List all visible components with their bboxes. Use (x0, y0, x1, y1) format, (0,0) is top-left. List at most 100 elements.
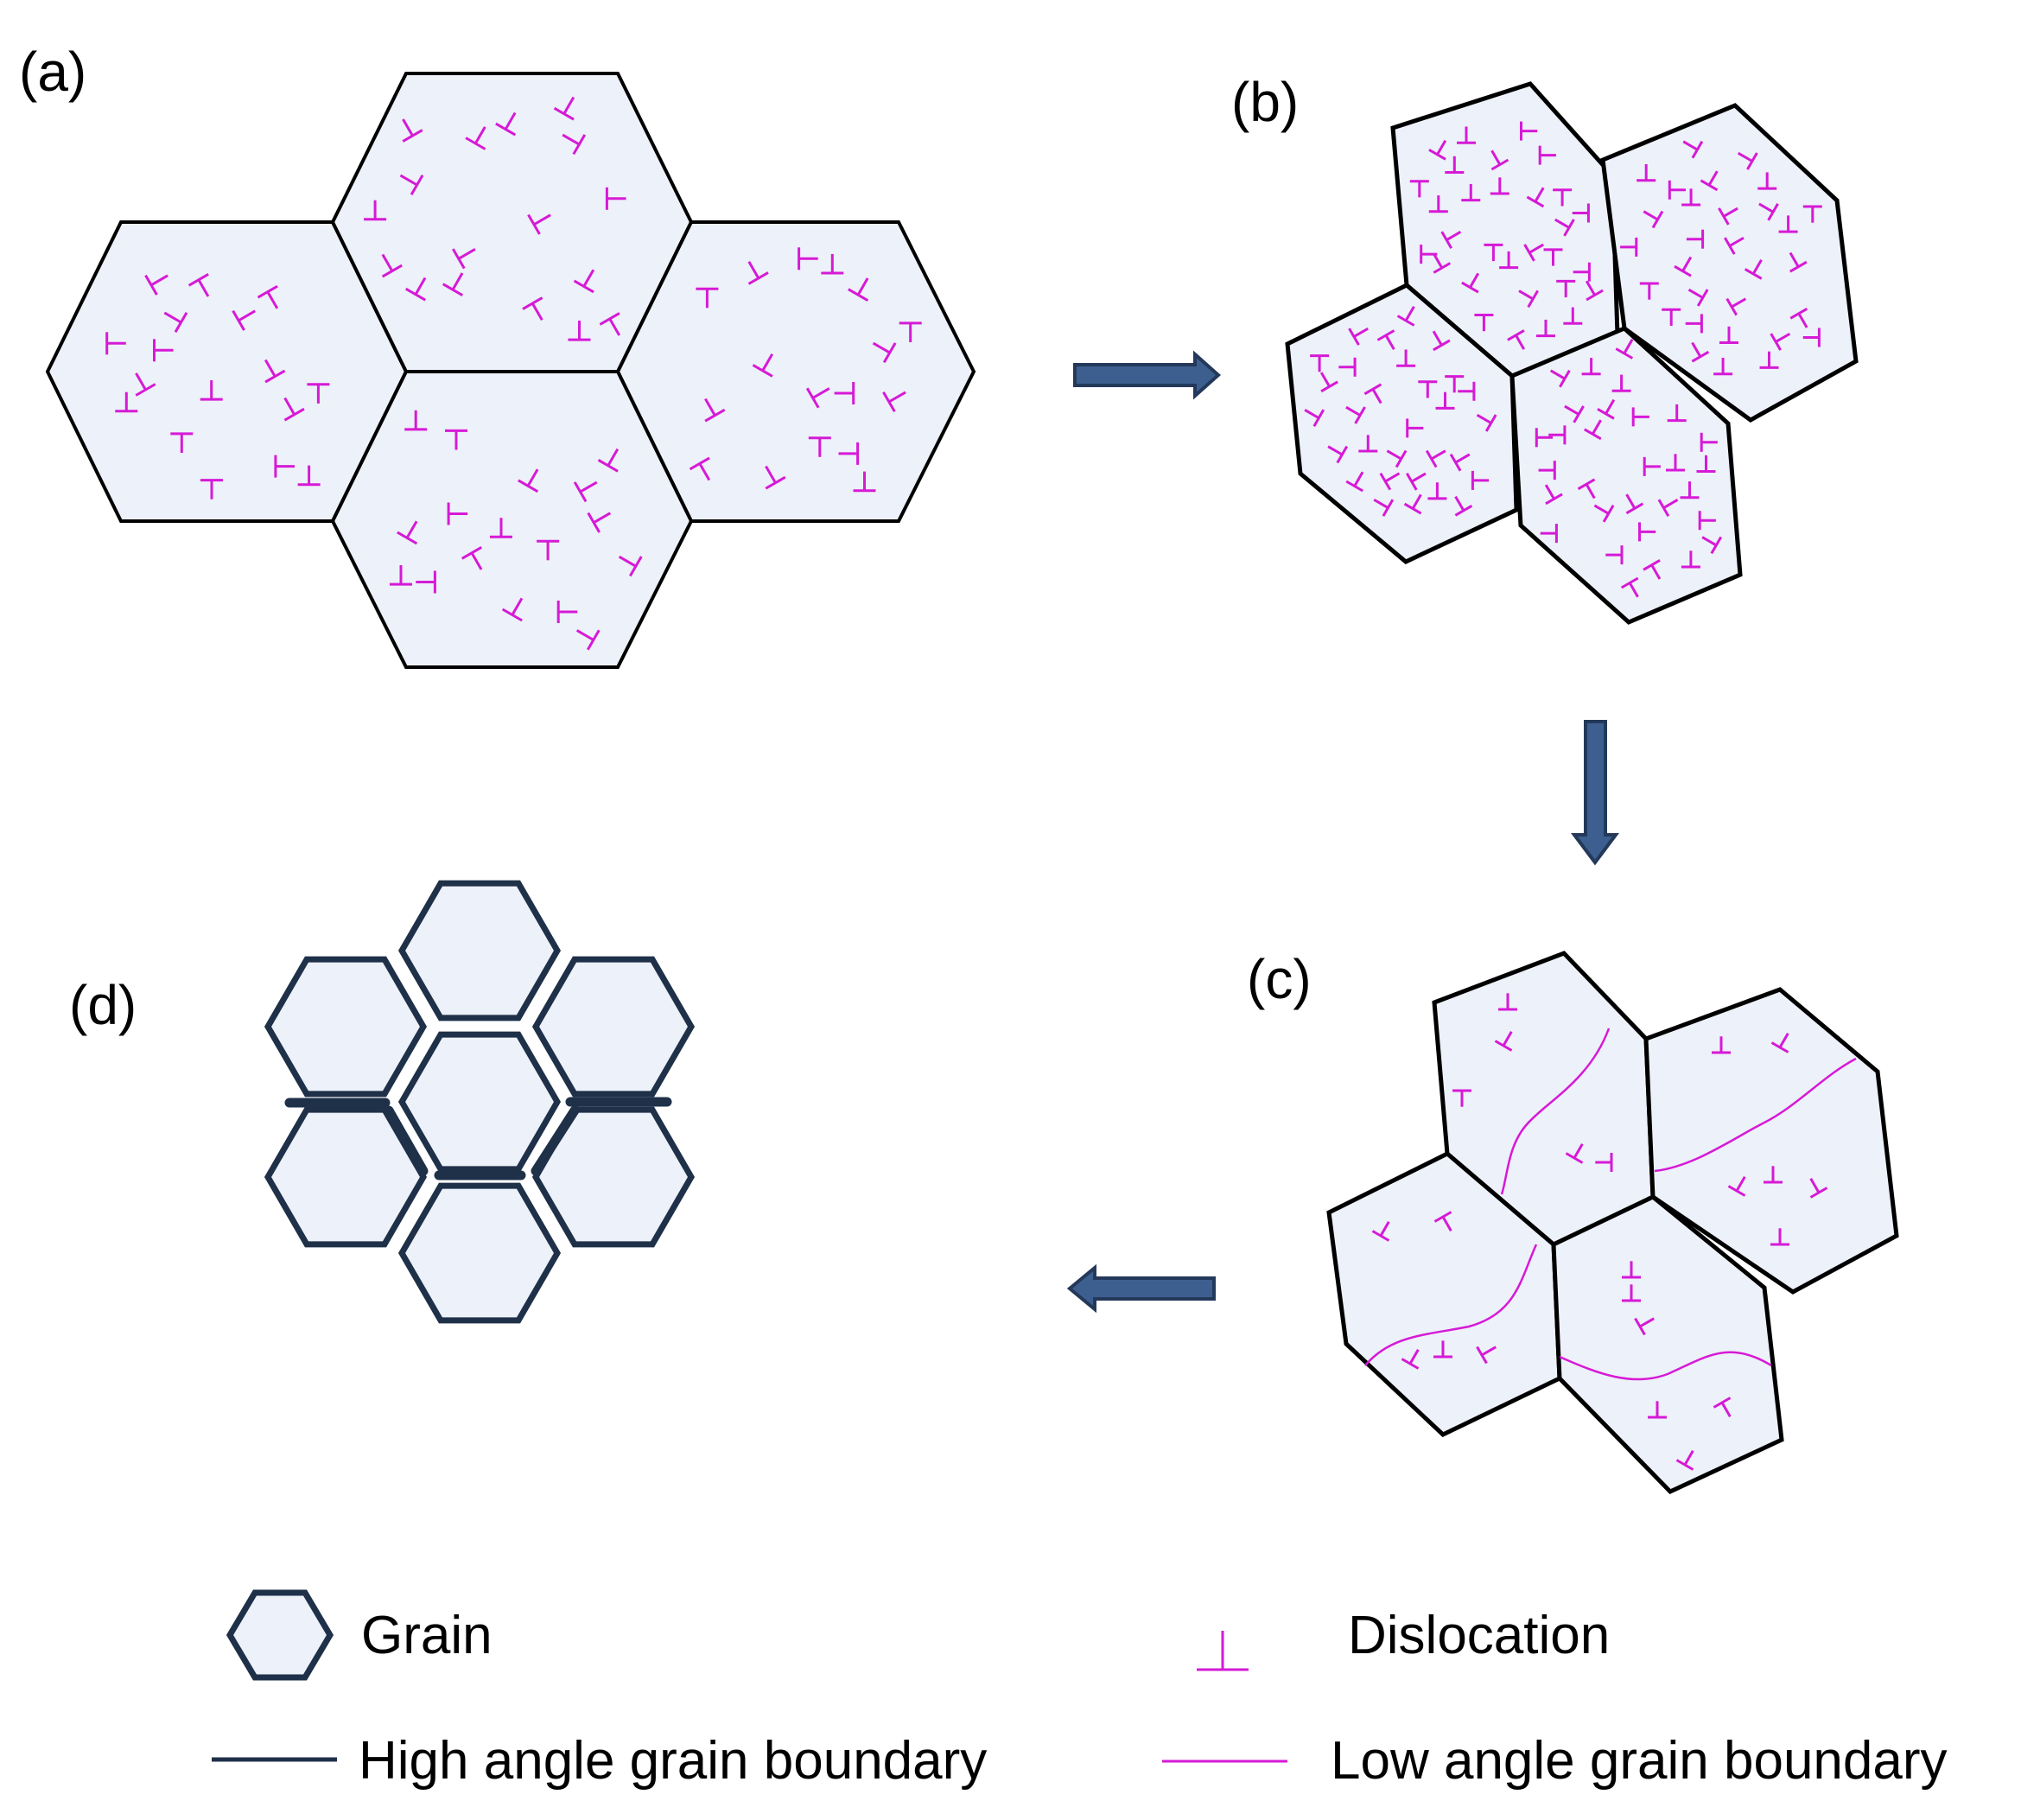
dislocation-icon (1507, 329, 1526, 350)
dislocation-icon (1452, 1089, 1471, 1107)
dislocation-icon (187, 273, 210, 297)
dislocation-icon (1668, 180, 1687, 200)
dislocation-icon (1573, 262, 1591, 282)
panel-d-refined-grains (264, 880, 696, 1324)
low-angle-boundary (1559, 1351, 1772, 1381)
dislocation-icon (605, 187, 626, 210)
dislocation-icon (1622, 1284, 1641, 1302)
arrow-left-icon (1066, 1263, 1216, 1314)
dislocation-icon (1718, 207, 1738, 226)
dislocation-icon (618, 555, 643, 577)
dislocation-icon (1675, 1450, 1694, 1471)
dislocation-icon (1440, 231, 1462, 249)
dislocation-icon (573, 269, 595, 294)
dislocation-icon (404, 410, 428, 431)
dislocation-icon (1713, 358, 1733, 376)
dislocation-icon (1770, 332, 1791, 351)
dislocation-icon (1536, 319, 1555, 338)
dislocation-icon (1526, 187, 1545, 208)
grain-a-3 (615, 220, 976, 523)
dislocation-icon (397, 520, 418, 545)
dislocation-icon (364, 200, 387, 221)
dislocation-icon (1396, 306, 1415, 327)
dislocation-icon (1435, 391, 1455, 410)
dislocation-icon (1458, 381, 1476, 401)
dislocation-icon (1433, 1340, 1452, 1359)
dislocation-icon (587, 512, 612, 533)
dislocation-icon (1700, 170, 1719, 192)
dislocation-icon (1420, 245, 1438, 264)
dislocation-icon (872, 341, 897, 364)
dislocation-icon (1428, 195, 1448, 213)
dislocation-icon (200, 479, 223, 500)
dislocation-icon (1674, 256, 1693, 277)
dislocation-icon (838, 442, 860, 465)
dislocation-icon (882, 391, 906, 413)
dislocation-icon (1428, 139, 1447, 161)
dislocation-icon (1639, 282, 1659, 300)
dislocation-icon (1724, 236, 1745, 255)
dislocation-icon (1445, 375, 1465, 393)
dislocation-icon (573, 480, 598, 503)
dislocation-icon (1373, 498, 1395, 517)
panel-c-subgrain-formation (1326, 951, 1899, 1495)
dislocation-icon (1498, 993, 1517, 1011)
dislocation-icon (1577, 478, 1596, 500)
dislocation-icon (1585, 280, 1604, 302)
dislocation-icon (1620, 576, 1639, 598)
dislocation-icon (1681, 188, 1701, 207)
dislocation-icon (447, 502, 468, 525)
dislocation-icon (1572, 203, 1590, 223)
dislocation-icon (1543, 248, 1563, 266)
dislocation-icon (575, 629, 601, 651)
dislocation-icon (562, 133, 587, 156)
dislocation-icon (1565, 1143, 1584, 1164)
dislocation-icon (1345, 471, 1364, 493)
dislocation-icon (1687, 288, 1709, 307)
dislocation-icon (1725, 297, 1747, 316)
dislocation-icon (553, 96, 575, 121)
dislocation-icon (1304, 409, 1325, 427)
dislocation-icon (1757, 172, 1777, 190)
dislocation-icon (232, 309, 256, 331)
dislocation-icon (1758, 202, 1779, 221)
dislocation-icon (200, 380, 223, 401)
dislocation-icon (163, 311, 188, 334)
dislocation-icon (556, 601, 578, 623)
dislocation-icon (1523, 243, 1544, 262)
grain-a-4 (330, 370, 694, 669)
dislocation-icon (1556, 279, 1576, 298)
grain-d-2 (397, 880, 562, 1021)
dislocation-icon (1802, 205, 1822, 223)
dislocation-icon (747, 261, 769, 285)
dislocation-icon (1727, 1176, 1746, 1197)
dislocation-icon (144, 274, 168, 296)
dislocation-icon (1789, 251, 1808, 273)
dislocation-icon (522, 296, 543, 321)
dislocation-icon (1789, 308, 1808, 328)
dislocation-icon (390, 564, 412, 586)
dislocation-icon (1643, 559, 1662, 580)
dislocation-icon (1461, 183, 1481, 202)
dislocation-icon (853, 471, 876, 493)
dislocation-icon (599, 312, 621, 336)
dislocation-icon (1634, 1317, 1655, 1336)
dislocation-icon (1564, 404, 1585, 423)
dislocation-icon (1809, 1178, 1828, 1199)
dislocation-icon (1520, 121, 1538, 141)
high-angle-boundary (531, 1105, 580, 1176)
dislocation-icon (899, 321, 922, 342)
dislocation-legend-icon (1197, 1631, 1249, 1671)
dislocation-icon (597, 448, 620, 473)
dislocation-icon (465, 126, 486, 150)
dislocation-icon (264, 359, 286, 384)
dislocation-icon (1403, 493, 1422, 515)
arrow-down-icon (1571, 720, 1619, 866)
dislocation-icon (257, 284, 279, 309)
dislocation-icon (307, 383, 330, 404)
grain-c-4 (1551, 1194, 1784, 1495)
dislocation-icon (399, 174, 424, 196)
dislocation-icon (1490, 177, 1509, 195)
dislocation-icon (798, 247, 818, 270)
dislocation-icon (1319, 372, 1338, 393)
